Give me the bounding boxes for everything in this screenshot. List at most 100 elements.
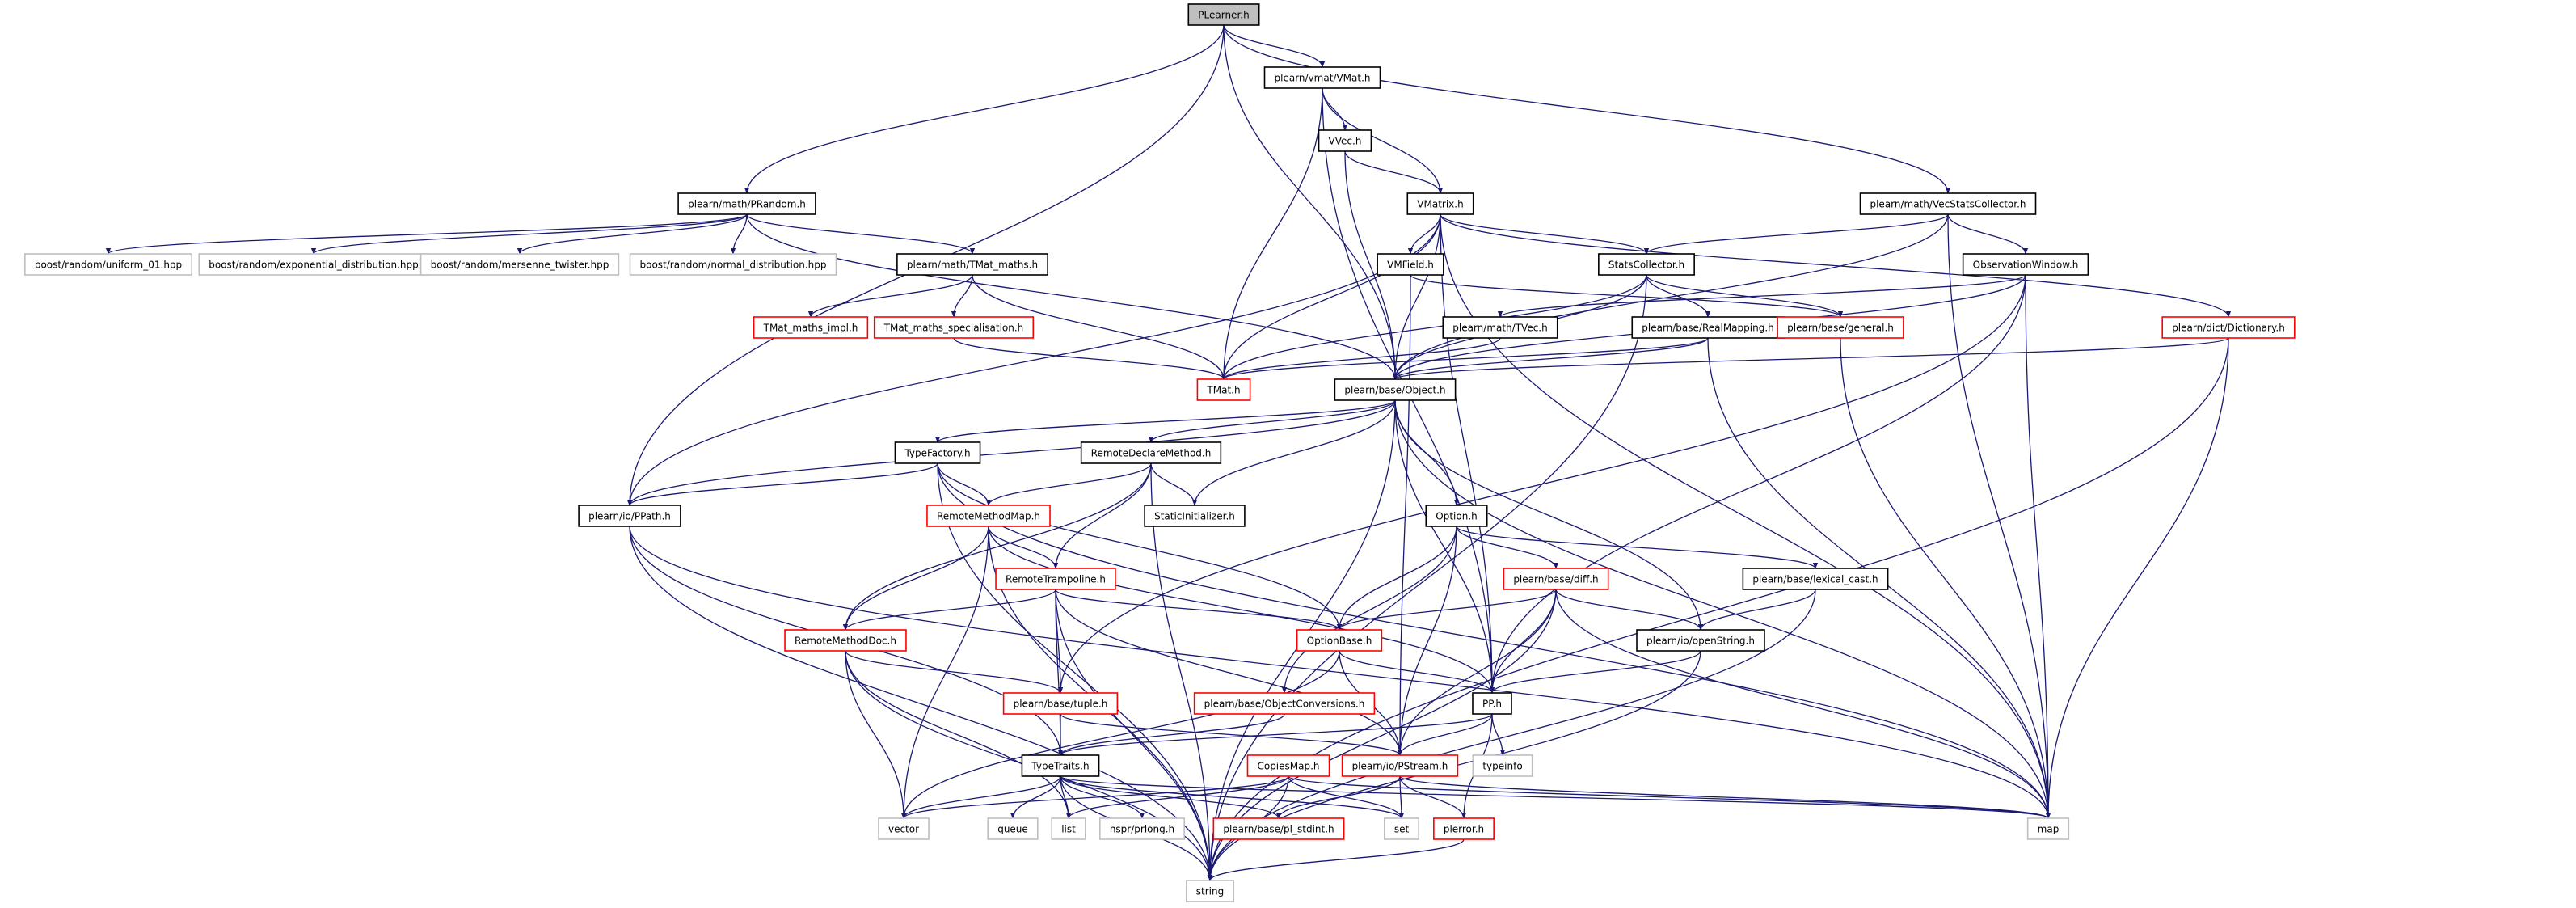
edge-remotemethodmap-to-remotemethoddoc	[842, 526, 989, 631]
node-label-typetraits: TypeTraits.h	[1031, 761, 1089, 772]
node-object[interactable]: plearn/base/Object.h	[1334, 378, 1457, 401]
node-box-lexicalcast	[1742, 568, 1889, 590]
edge-remotedeclare-to-remotetrampoline	[1052, 462, 1152, 569]
node-normdist[interactable]: boost/random/normal_distribution.hpp	[629, 253, 837, 276]
node-lexicalcast[interactable]: plearn/base/lexical_cast.h	[1742, 568, 1889, 590]
node-tmatspec[interactable]: TMat_maths_specialisation.h	[873, 316, 1035, 339]
node-diff[interactable]: plearn/base/diff.h	[1503, 568, 1609, 590]
node-general[interactable]: plearn/base/general.h	[1777, 316, 1904, 339]
node-label-normdist: boost/random/normal_distribution.hpp	[640, 260, 827, 271]
dependency-nodes: PLearner.h plearn/vmat/VMat.hVVec.hVMatri…	[24, 3, 2296, 902]
node-label-map: map	[2038, 824, 2060, 835]
edge-general-to-map	[1840, 337, 2051, 819]
edge-obswindow-to-pp	[1489, 274, 2026, 694]
node-remotemethoddoc[interactable]: RemoteMethodDoc.h	[784, 629, 907, 652]
node-vmatrix[interactable]: VMatrix.h	[1406, 192, 1474, 215]
node-label-tuple: plearn/base/tuple.h	[1014, 699, 1108, 710]
node-openstring[interactable]: plearn/io/openString.h	[1636, 629, 1765, 652]
node-plerror[interactable]: plerror.h	[1433, 817, 1495, 840]
node-prandom[interactable]: plearn/math/PRandom.h	[677, 192, 816, 215]
node-staticinit[interactable]: StaticInitializer.h	[1144, 505, 1246, 527]
node-string[interactable]: string	[1185, 880, 1235, 902]
node-vector[interactable]: vector	[878, 817, 930, 840]
edge-object-to-remotedeclare	[1148, 399, 1396, 443]
node-realmapping[interactable]: plearn/base/RealMapping.h	[1631, 316, 1785, 339]
node-uniform01[interactable]: boost/random/uniform_01.hpp	[24, 253, 192, 276]
node-box-map	[2026, 817, 2070, 840]
edge-tmatspec-to-tmat	[953, 337, 1227, 380]
edge-copiesmap-to-vector	[900, 775, 1289, 819]
node-box-copiesmap	[1246, 754, 1330, 777]
node-pp[interactable]: PP.h	[1472, 692, 1512, 715]
node-plearner[interactable]: PLearner.h	[1187, 3, 1260, 26]
edge-prandom-to-expdist	[310, 213, 748, 255]
edge-diff-to-map	[1555, 589, 2051, 819]
node-vmat[interactable]: plearn/vmat/VMat.h	[1263, 66, 1381, 89]
edge-vvec-to-vmatrix	[1344, 150, 1444, 194]
node-map[interactable]: map	[2026, 817, 2070, 840]
node-label-realmapping: plearn/base/RealMapping.h	[1642, 323, 1774, 334]
node-copiesmap[interactable]: CopiesMap.h	[1246, 754, 1330, 777]
node-label-typefactory: TypeFactory.h	[904, 448, 970, 459]
edge-remotemethoddoc-to-vector	[845, 650, 907, 819]
edge-remotemethoddoc-to-list	[845, 650, 1072, 819]
edge-pp-to-typeinfo	[1491, 713, 1506, 756]
node-vmfield[interactable]: VMField.h	[1377, 253, 1444, 276]
node-pstream[interactable]: plearn/io/PStream.h	[1341, 754, 1459, 777]
node-typetraits[interactable]: TypeTraits.h	[1021, 754, 1100, 777]
node-mersenne[interactable]: boost/random/mersenne_twister.hpp	[419, 253, 620, 276]
edge-typefactory-to-string	[937, 462, 1213, 881]
node-ppath[interactable]: plearn/io/PPath.h	[578, 505, 681, 527]
node-expdist[interactable]: boost/random/exponential_distribution.hp…	[198, 253, 429, 276]
edge-vecstats-to-object	[1392, 213, 1949, 380]
node-label-option: Option.h	[1436, 511, 1477, 522]
node-tmat[interactable]: TMat.h	[1196, 378, 1251, 401]
node-typefactory[interactable]: TypeFactory.h	[894, 441, 981, 464]
edge-vvec-to-object	[1344, 150, 1398, 380]
edge-object-to-typefactory	[934, 399, 1396, 443]
node-label-copiesmap: CopiesMap.h	[1257, 761, 1319, 772]
node-label-prandom: plearn/math/PRandom.h	[688, 199, 806, 210]
edge-remotetrampoline-to-string	[1055, 589, 1213, 881]
edge-vmfield-to-pstream	[1397, 274, 1411, 756]
node-label-object: plearn/base/Object.h	[1344, 385, 1445, 396]
node-nspr[interactable]: nspr/prlong.h	[1099, 817, 1185, 840]
node-box-tmatspec	[873, 316, 1035, 339]
node-label-lexicalcast: plearn/base/lexical_cast.h	[1752, 574, 1878, 585]
node-vvec[interactable]: VVec.h	[1318, 129, 1372, 152]
node-tmatmaths[interactable]: plearn/math/TMat_maths.h	[896, 253, 1048, 276]
node-label-pp: PP.h	[1482, 699, 1502, 710]
node-statscollector[interactable]: StatsCollector.h	[1598, 253, 1695, 276]
node-tuple[interactable]: plearn/base/tuple.h	[1002, 692, 1119, 715]
node-obswindow[interactable]: ObservationWindow.h	[1962, 253, 2089, 276]
node-plstdint[interactable]: plearn/base/pl_stdint.h	[1212, 817, 1345, 840]
edge-dictionary-to-object	[1393, 337, 2229, 380]
node-option[interactable]: Option.h	[1425, 505, 1488, 527]
node-objconv[interactable]: plearn/base/ObjectConversions.h	[1193, 692, 1376, 715]
edge-typefactory-to-ppath	[626, 462, 938, 506]
node-box-object	[1334, 378, 1457, 401]
node-dictionary[interactable]: plearn/dict/Dictionary.h	[2161, 316, 2296, 339]
node-box-staticinit	[1144, 505, 1246, 527]
node-remotetrampoline[interactable]: RemoteTrampoline.h	[995, 568, 1116, 590]
edge-prandom-to-object	[746, 213, 1398, 380]
node-box-tvec	[1442, 316, 1558, 339]
node-vecstats[interactable]: plearn/math/VecStatsCollector.h	[1859, 192, 2037, 215]
node-set[interactable]: set	[1384, 817, 1419, 840]
node-tmatimpl[interactable]: TMat_maths_impl.h	[753, 316, 869, 339]
node-list[interactable]: list	[1051, 817, 1086, 840]
edge-option-to-lexicalcast	[1456, 526, 1819, 569]
node-typeinfo[interactable]: typeinfo	[1472, 754, 1533, 777]
node-label-obswindow: ObservationWindow.h	[1973, 260, 2079, 271]
edge-typetraits-to-map	[1060, 775, 2051, 819]
node-label-pstream: plearn/io/PStream.h	[1352, 761, 1448, 772]
node-queue[interactable]: queue	[987, 817, 1039, 840]
node-remotemethodmap[interactable]: RemoteMethodMap.h	[926, 505, 1051, 527]
node-box-realmapping	[1631, 316, 1785, 339]
node-remotedeclare[interactable]: RemoteDeclareMethod.h	[1080, 441, 1222, 464]
edge-statscollector-to-string	[1207, 274, 1647, 881]
node-optionbase[interactable]: OptionBase.h	[1296, 629, 1383, 652]
node-tvec[interactable]: plearn/math/TVec.h	[1442, 316, 1558, 339]
edge-pstream-to-plerror	[1399, 775, 1467, 819]
edge-vmatrix-to-statscollector	[1440, 213, 1650, 255]
